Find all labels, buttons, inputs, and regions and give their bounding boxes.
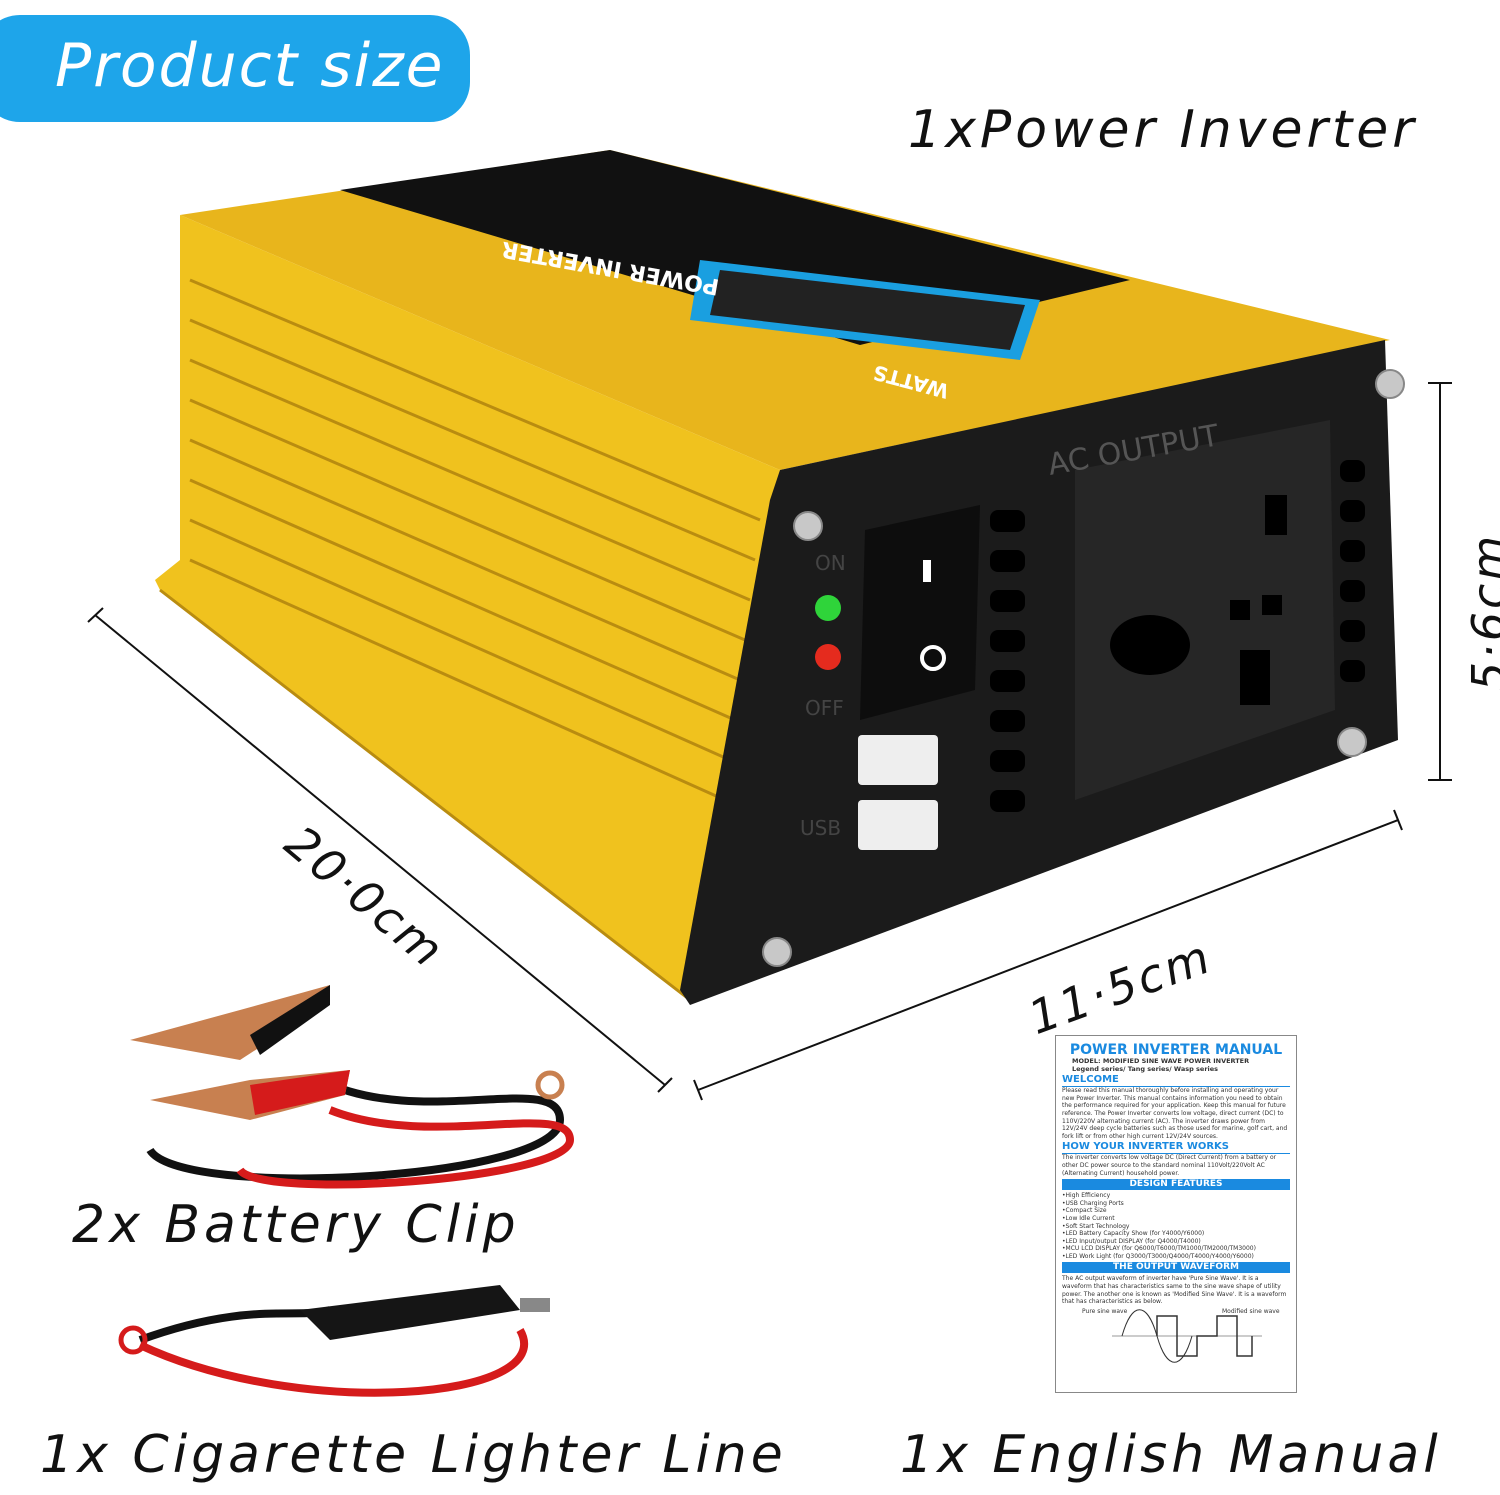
badge-label: Product size (55, 31, 445, 101)
waveform-text: The AC output waveform of inverter have … (1062, 1275, 1287, 1306)
usb-port-icon (858, 800, 938, 850)
cigarette-lighter-line-image (118, 1285, 550, 1397)
manual-title: POWER INVERTER MANUAL (1069, 1042, 1283, 1058)
battery-clip-label: 2x Battery Clip (72, 1195, 520, 1255)
how-heading: HOW YOUR INVERTER WORKS (1062, 1141, 1290, 1155)
manual-label: 1x English Manual (900, 1425, 1442, 1485)
pure-wave-label: Pure sine wave (1082, 1307, 1128, 1315)
feature-item: •LED Battery Capacity Show (for Y4000/Y6… (1062, 1230, 1205, 1238)
features-heading: DESIGN FEATURES (1062, 1179, 1290, 1191)
feature-item: •LED Work Light (for Q3000/T3000/Q4000/T… (1062, 1252, 1254, 1260)
feature-item: •MCU LCD DISPLAY (for Q6000/T6000/TM1000… (1062, 1245, 1256, 1253)
manual-series: Legend series/ Tang series/ Wasp series (1072, 1064, 1219, 1073)
feature-item: •LED Input/output DISPLAY (for Q4000/T40… (1062, 1237, 1201, 1245)
waveform-heading: THE OUTPUT WAVEFORM (1062, 1262, 1290, 1274)
english-manual: POWER INVERTER MANUAL MODEL: MODIFIED SI… (1055, 1035, 1297, 1393)
usb-port-icon (858, 735, 938, 785)
height-dimension: 5·6cm (1462, 532, 1500, 692)
feature-item: •Low Idle Current (1062, 1214, 1115, 1222)
dimension-lines (87, 382, 1452, 1101)
modified-wave-label: Modified sine wave (1222, 1307, 1280, 1315)
power-inverter-image: POWER INVERTER WATTS AC OUTPUT ON OFF US… (155, 150, 1405, 1005)
waveform-diagram (1112, 1309, 1262, 1363)
usb-label: USB (800, 816, 841, 840)
cigarette-line-label: 1x Cigarette Lighter Line (40, 1425, 787, 1485)
inverter-label: 1xPower Inverter (908, 100, 1418, 160)
product-size-badge: Product size (0, 15, 470, 122)
manual-model: MODEL: MODIFIED SINE WAVE POWER INVERTER (1072, 1057, 1250, 1065)
feature-item: •Compact Size (1062, 1207, 1107, 1215)
power-switch (860, 505, 980, 720)
battery-clip-image (130, 985, 575, 1189)
off-label: OFF (805, 696, 844, 720)
on-led-icon (815, 595, 841, 621)
welcome-text: Please read this manual thoroughly befor… (1062, 1087, 1288, 1140)
on-label: ON (815, 551, 846, 575)
feature-item: •USB Charging Ports (1062, 1199, 1124, 1207)
feature-item: •Soft Start Technology (1062, 1222, 1130, 1230)
off-led-icon (815, 644, 841, 670)
how-text: The inverter converts low voltage DC (Di… (1062, 1154, 1277, 1177)
feature-item: •High Efficiency (1062, 1192, 1111, 1200)
welcome-heading: WELCOME (1062, 1074, 1290, 1088)
